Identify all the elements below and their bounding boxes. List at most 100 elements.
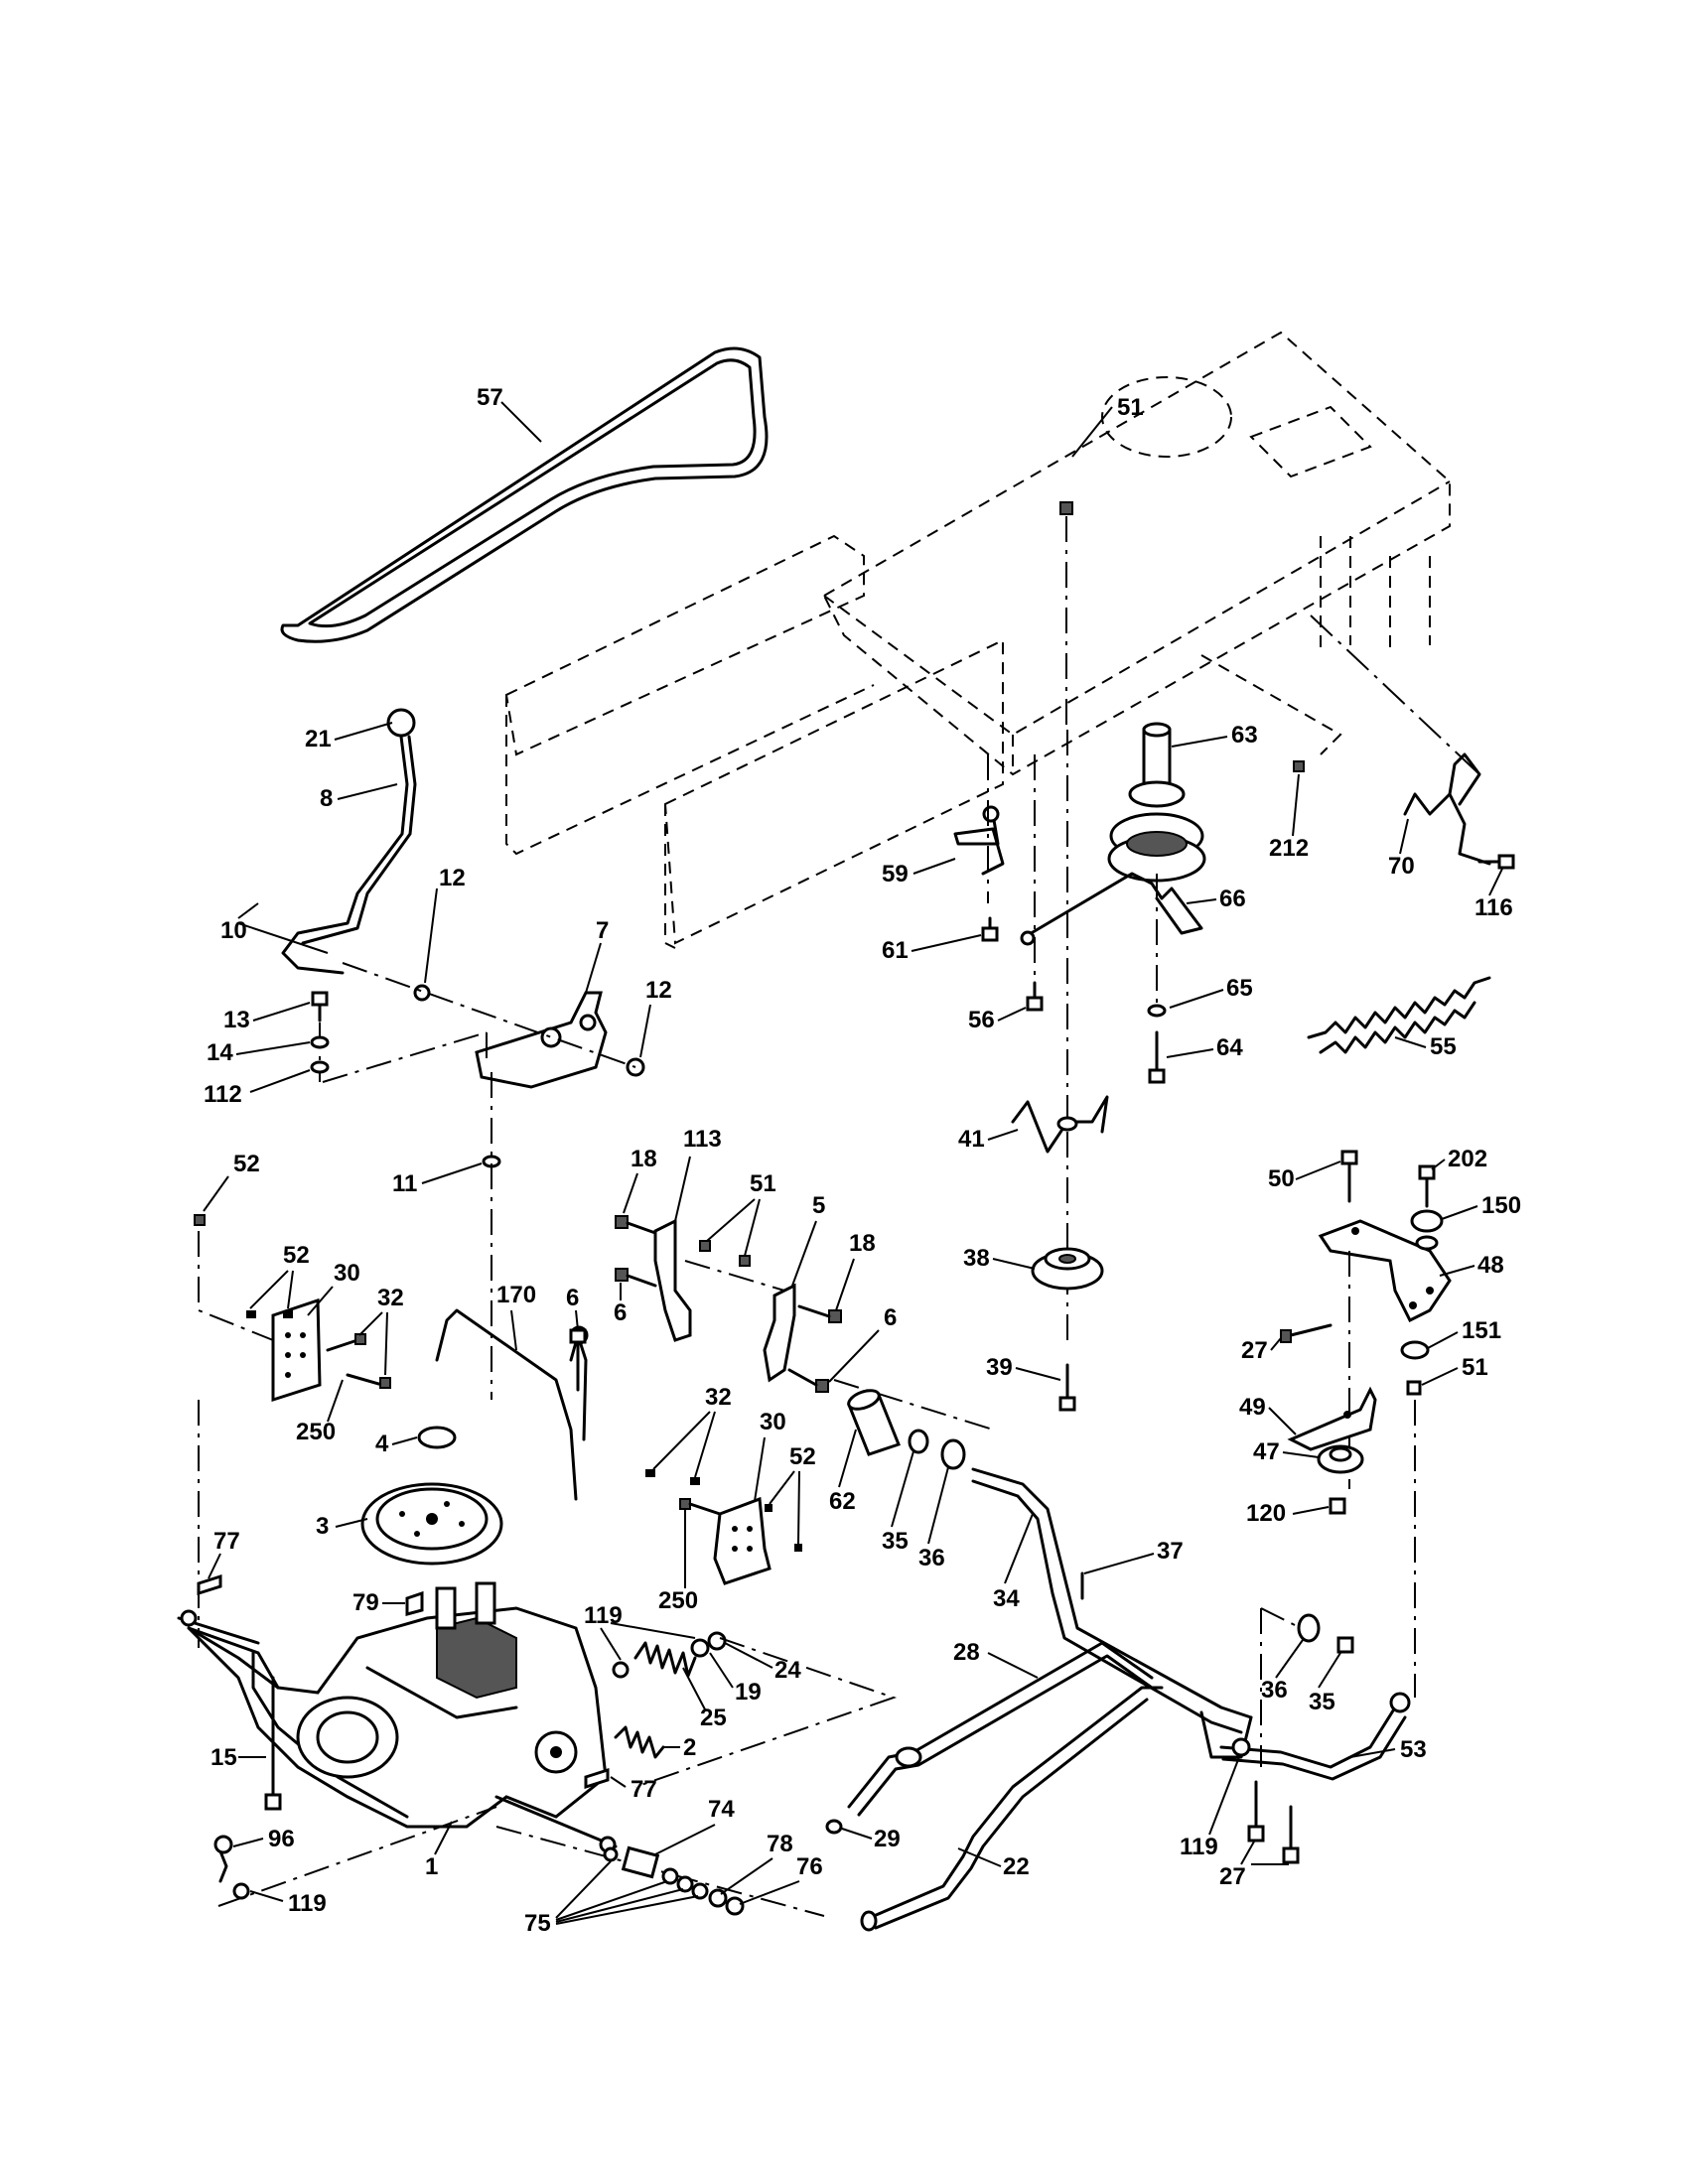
- bracket-113: [615, 1215, 785, 1342]
- pin-77a: [197, 1573, 222, 1596]
- bolt-39: [1058, 1363, 1076, 1412]
- nut-120: [1329, 1497, 1346, 1515]
- label-120: 120: [1246, 1500, 1286, 1527]
- rod-53: [1219, 1607, 1411, 1781]
- spring-55: [1307, 976, 1491, 1054]
- label-66: 66: [1219, 886, 1246, 912]
- label-59: 59: [882, 861, 909, 887]
- label-41: 41: [958, 1126, 985, 1153]
- label-4: 4: [375, 1431, 389, 1457]
- bolts-27b: [1247, 1780, 1300, 1864]
- label-51a: 51: [1117, 394, 1144, 421]
- bracket-49: [1287, 1386, 1377, 1451]
- label-151: 151: [1462, 1317, 1501, 1344]
- label-14: 14: [207, 1039, 233, 1066]
- label-57: 57: [477, 384, 503, 411]
- rod-28: [847, 1641, 1154, 1817]
- label-47: 47: [1253, 1438, 1280, 1465]
- label-6b: 6: [884, 1304, 897, 1331]
- drive-belt: [280, 346, 769, 643]
- shift-bracket-7: [319, 962, 645, 1089]
- label-18a: 18: [631, 1146, 657, 1172]
- bolt-6c: [569, 1328, 587, 1392]
- label-12b: 12: [645, 977, 672, 1004]
- label-37: 37: [1157, 1538, 1184, 1565]
- sleeve-62: [847, 1389, 901, 1456]
- label-32a: 32: [377, 1285, 404, 1311]
- label-96: 96: [268, 1826, 295, 1852]
- label-113: 113: [683, 1126, 722, 1153]
- axle-spacers: [603, 1845, 745, 1916]
- label-116: 116: [1474, 894, 1513, 921]
- label-79: 79: [352, 1589, 379, 1616]
- label-38: 38: [963, 1245, 990, 1272]
- bracket-41: [1011, 730, 1109, 1340]
- label-21: 21: [305, 726, 332, 752]
- washer-36a: [940, 1438, 966, 1470]
- label-18b: 18: [849, 1230, 876, 1257]
- label-8: 8: [320, 785, 333, 812]
- label-6a: 6: [614, 1299, 627, 1326]
- spring-2: [614, 1725, 665, 1759]
- pulley-38: [1031, 1247, 1104, 1291]
- label-6c: 6: [566, 1285, 579, 1311]
- label-212: 212: [1269, 835, 1309, 862]
- callouts: 57 51 21 8 10 12 7 12 13 14 112 11 52 52…: [203, 384, 1521, 1937]
- bolt-61: [981, 916, 999, 942]
- rod-170: [435, 1308, 589, 1501]
- label-76: 76: [796, 1853, 823, 1880]
- label-75: 75: [524, 1910, 551, 1937]
- pedal-shaft-34: [971, 1467, 1253, 1759]
- tractor-frame: [504, 331, 1480, 949]
- nut-212: [1293, 760, 1305, 772]
- bolt-56: [1026, 754, 1044, 1012]
- idler-bracket-48: [1280, 1150, 1452, 1698]
- label-19: 19: [735, 1679, 762, 1706]
- cotter-96: [213, 1835, 250, 1900]
- label-27a: 27: [1241, 1337, 1268, 1364]
- label-52b: 52: [283, 1242, 310, 1269]
- label-30b: 30: [760, 1409, 786, 1435]
- label-39: 39: [986, 1354, 1013, 1381]
- cap-29: [825, 1819, 843, 1835]
- nuts-51b: [699, 1240, 751, 1267]
- label-202: 202: [1448, 1146, 1487, 1172]
- label-64: 64: [1216, 1034, 1243, 1061]
- label-77b: 77: [631, 1776, 657, 1803]
- label-65: 65: [1226, 975, 1253, 1002]
- label-27b: 27: [1219, 1863, 1246, 1890]
- label-74: 74: [708, 1796, 735, 1823]
- label-22: 22: [1003, 1853, 1030, 1880]
- center-bracket-30: [645, 1469, 802, 1585]
- label-119c: 119: [1180, 1834, 1218, 1860]
- label-78: 78: [767, 1831, 793, 1857]
- pulley-assembly-63: [1107, 722, 1206, 883]
- idler-pulley-47: [1317, 1444, 1364, 1474]
- label-55: 55: [1430, 1033, 1457, 1060]
- pulley-3: [360, 1482, 503, 1566]
- label-10: 10: [220, 917, 247, 944]
- washer-35a: [908, 1429, 929, 1454]
- label-49: 49: [1239, 1394, 1266, 1421]
- label-30a: 30: [334, 1260, 360, 1287]
- label-51c: 51: [1462, 1354, 1488, 1381]
- label-1: 1: [425, 1853, 438, 1880]
- label-61: 61: [882, 937, 909, 964]
- shift-lever: [281, 708, 417, 975]
- label-15: 15: [210, 1744, 237, 1771]
- label-62: 62: [829, 1488, 856, 1515]
- bolt-stack-13: [310, 991, 330, 1074]
- clip-59: [953, 754, 1005, 903]
- label-112: 112: [204, 1081, 242, 1108]
- transaxle: [177, 1581, 825, 1917]
- washer-36b: [1297, 1613, 1321, 1643]
- label-28: 28: [953, 1639, 980, 1666]
- nut-35b: [1336, 1636, 1354, 1654]
- washer-65: [1147, 1004, 1167, 1018]
- label-34: 34: [993, 1585, 1020, 1612]
- label-119b: 119: [288, 1890, 327, 1917]
- label-250b: 250: [658, 1587, 698, 1614]
- nut-51a: [1059, 501, 1073, 725]
- label-150: 150: [1481, 1192, 1521, 1219]
